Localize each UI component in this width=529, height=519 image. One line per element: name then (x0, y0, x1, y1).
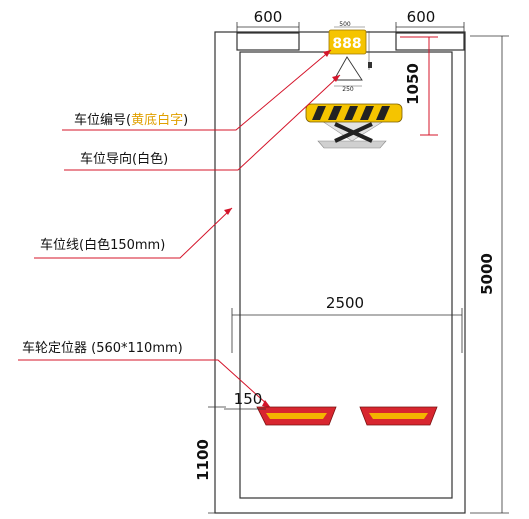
leader-wheel-stopper (18, 359, 269, 406)
parking-lock (305, 103, 403, 149)
wheel-stopper-left (256, 406, 337, 426)
dim-1050: 1050 (400, 36, 438, 136)
leader-space-line (34, 207, 233, 259)
dim-1100: 1100 (194, 406, 226, 514)
dim-5000: 5000 (470, 35, 509, 514)
dim-top-left-label: 600 (254, 8, 283, 26)
callout-guidance: 车位导向(白色) (80, 151, 168, 167)
dim-top-right-600: 600 (395, 8, 465, 32)
space-number-sign: 500 888 250 (328, 21, 372, 93)
dim-2500-label: 2500 (326, 294, 364, 312)
sign-dim-bottom: 250 (342, 86, 354, 93)
top-right-line-segment (395, 32, 465, 51)
dim-top-right-label: 600 (407, 8, 436, 26)
dim-150-label: 150 (234, 390, 263, 408)
dim-150: 150 (224, 390, 266, 414)
top-left-line-segment (236, 32, 300, 51)
leader-lines (18, 49, 341, 406)
callout-space-number: 车位编号(黄底白字) (74, 112, 188, 128)
callout-wheel-stopper: 车轮定位器 (560*110mm) (22, 340, 183, 356)
leader-guidance (64, 74, 341, 171)
dim-1050-label: 1050 (404, 63, 422, 105)
leader-space-number (62, 49, 332, 131)
dim-top-left-600: 600 (236, 8, 300, 32)
dim-2500: 2500 (231, 294, 463, 353)
guidance-arrow-triangle (333, 56, 363, 81)
callout-space-line: 车位线(白色150mm) (40, 237, 165, 253)
wheel-stopper-right (359, 406, 438, 426)
dim-1100-label: 1100 (194, 439, 212, 481)
sign-dim-top: 500 (339, 21, 351, 28)
sign-number: 888 (332, 36, 361, 52)
dim-5000-label: 5000 (478, 253, 496, 295)
